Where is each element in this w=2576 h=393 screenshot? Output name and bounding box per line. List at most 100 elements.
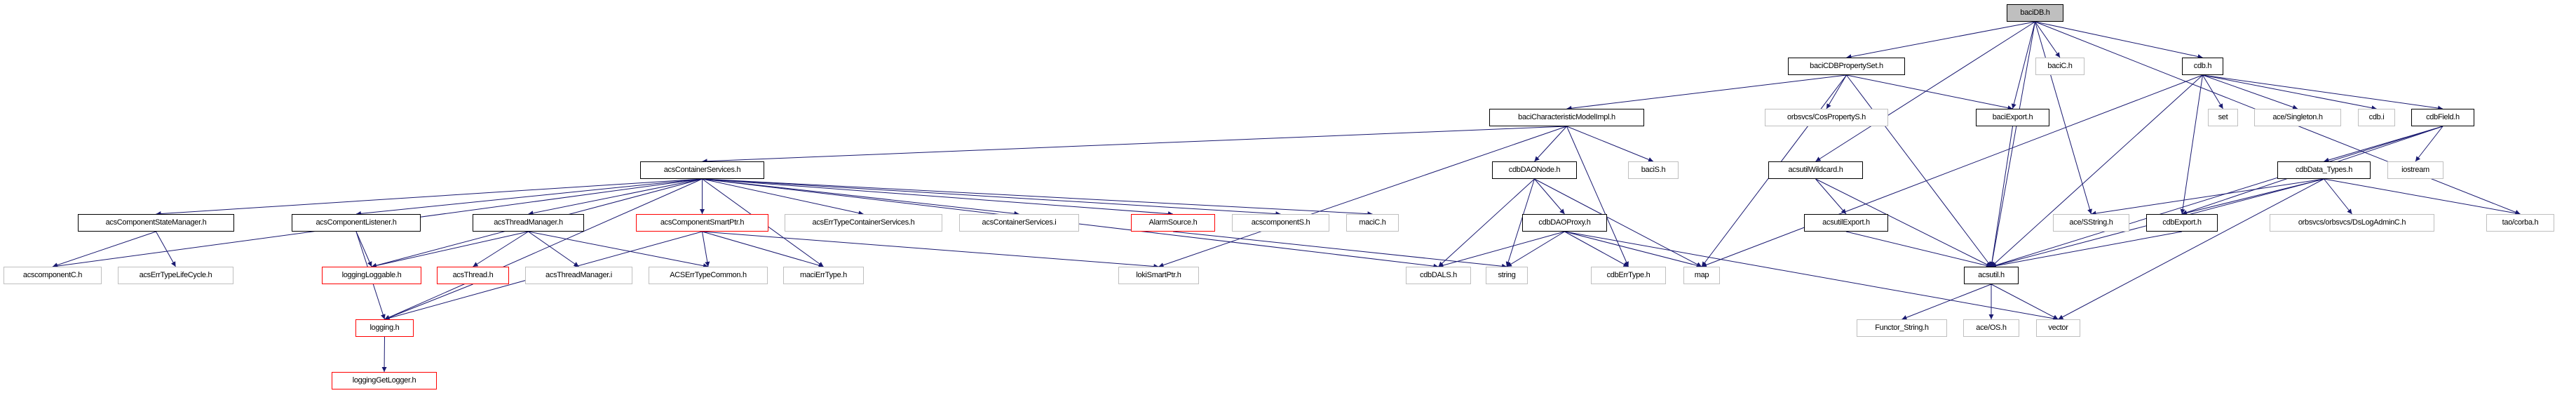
node-bacicharacteristicmodelimpl[interactable]: baciCharacteristicModelImpl.h <box>1489 109 1644 126</box>
edge-bacidb-to-bacicdbpropertyset <box>1846 21 2035 60</box>
edge-acscomponentsmartptr-to-macierrtype <box>702 231 824 268</box>
edge-cdbdaoproxy-to-map <box>1564 231 1702 268</box>
edge-acscontainerservices-to-acscomponentlistener <box>355 178 703 216</box>
node-aceos: ace/OS.h <box>1963 319 2019 337</box>
edge-cdbdaonode-to-cdbdals <box>1438 178 1535 267</box>
node-logging: logging.h <box>355 319 414 337</box>
edge-cdbdaonode-to-map <box>1534 178 1702 267</box>
edge-acscomponentlistener-to-loggingloggable <box>355 231 372 267</box>
node-acserrtypecommon: ACSErrTypeCommon.h <box>649 267 768 284</box>
edge-cdb-to-map <box>1701 74 2203 267</box>
edge-bacicdbpropertyset-to-bacicharacteristicmodelimpl <box>1566 74 1847 111</box>
edge-cdbexport-to-acsutil <box>1991 231 2183 269</box>
node-cdberrtype: cdbErrType.h <box>1591 267 1666 284</box>
node-acserrtypecontainerservices: acsErrTypeContainerServices.h <box>785 214 942 232</box>
node-set: set <box>2208 109 2238 126</box>
edge-cdb-to-acsutil <box>1991 74 2203 267</box>
node-acsutil[interactable]: acsutil.h <box>1964 267 2019 284</box>
edge-alarmsource-to-string <box>1172 231 1507 269</box>
node-bacidb: baciDB.h <box>2007 4 2063 22</box>
edge-bacicharacteristicmodelimpl-to-cdbdaonode <box>1534 126 1567 162</box>
node-cdbdals: cdbDALS.h <box>1406 267 1471 284</box>
node-vector: vector <box>2036 319 2080 337</box>
edge-acscomponentstatemanager-to-acscomponentc <box>52 231 156 268</box>
node-bacis: baciS.h <box>1628 161 1679 179</box>
node-string: string <box>1486 267 1528 284</box>
edge-acsutil-to-functorstring <box>1902 284 1992 320</box>
edge-acscontainerservices-to-acsthreadmanager <box>528 178 703 216</box>
node-acsthreadmanager[interactable]: acsThreadManager.h <box>473 214 584 232</box>
node-acscomponentlistener[interactable]: acsComponentListener.h <box>292 214 421 232</box>
edge-bacidb-to-bacic <box>2035 21 2061 58</box>
node-acserrtypelifecycle: acsErrTypeLifeCycle.h <box>118 267 233 284</box>
edge-cdbdaonode-to-cdbdaoproxy <box>1534 178 1565 215</box>
node-cdbdaoproxy[interactable]: cdbDAOProxy.h <box>1522 214 1607 232</box>
edge-cdbdaoproxy-to-string <box>1506 231 1565 267</box>
node-acscomponentsmartptr: acsComponentSmartPtr.h <box>636 214 768 232</box>
node-cospropertys: orbsvcs/CosPropertyS.h <box>1765 109 1888 126</box>
edge-acsthreadmanager-to-acserrtypecommon <box>528 231 709 269</box>
node-sstring: ace/SString.h <box>2053 214 2129 232</box>
edge-cdbfield-to-acsutil <box>1991 126 2443 268</box>
node-acscomponentstatemanager[interactable]: acsComponentStateManager.h <box>78 214 234 232</box>
edge-acscontainerservices-to-acserrtypecontainerservices <box>702 178 864 215</box>
edge-cdbdaoproxy-to-cdberrtype <box>1564 231 1629 267</box>
node-acsutilwildcard[interactable]: acsutilWildcard.h <box>1768 161 1863 179</box>
edge-acscontainerservices-to-macic <box>702 178 1373 217</box>
edge-bacicharacteristicmodelimpl-to-bacis <box>1566 126 1654 162</box>
edge-acscomponentsmartptr-to-acserrtypecommon <box>702 231 710 267</box>
edge-bacidb-to-sstring <box>2035 21 2092 215</box>
edge-cdb-to-cdbexport <box>2180 74 2203 215</box>
edge-acsthreadmanager-to-acsthread <box>473 231 529 267</box>
edge-acscontainerservices-to-acscomponentstatemanager <box>156 178 703 217</box>
edge-cdb-to-cdbfield <box>2202 74 2443 111</box>
node-cdbi: cdb.i <box>2358 109 2395 126</box>
edge-acsthread-to-logging <box>384 284 473 320</box>
edge-cdb-to-singleton <box>2202 74 2298 109</box>
edge-acsthreadmanager-to-loggingloggable <box>371 231 529 268</box>
node-loggingloggable: loggingLoggable.h <box>322 267 421 284</box>
node-bacicdbpropertyset[interactable]: baciCDBPropertySet.h <box>1788 58 1905 75</box>
node-macierrtype: maciErrType.h <box>783 267 864 284</box>
edge-acscontainerservices-to-alarmsource <box>702 178 1174 216</box>
edge-acscomponentstatemanager-to-acserrtypelifecycle <box>156 231 176 267</box>
node-cdbexport[interactable]: cdbExport.h <box>2146 214 2218 232</box>
node-logginggetlogger: loggingGetLogger.h <box>332 372 437 389</box>
node-cdbdata_types[interactable]: cdbData_Types.h <box>2277 161 2371 179</box>
edge-bacicharacteristicmodelimpl-to-cdberrtype <box>1566 126 1629 267</box>
edge-acscomponentsmartptr-to-lokismartptr <box>702 231 1159 269</box>
node-iostream: iostream <box>2387 161 2443 179</box>
edge-cdbdaoproxy-to-cdbdals <box>1438 231 1565 268</box>
node-cdb[interactable]: cdb.h <box>2182 58 2223 75</box>
node-baciexport[interactable]: baciExport.h <box>1976 109 2049 126</box>
edge-cdbfield-to-iostream <box>2415 126 2443 162</box>
edge-acsthreadmanager-to-acsthreadmanageri <box>528 231 579 267</box>
node-map: map <box>1683 267 1720 284</box>
edge-bacicdbpropertyset-to-baciexport <box>1846 74 2013 111</box>
node-taocorba: tao/corba.h <box>2486 214 2554 232</box>
node-functorstring: Functor_String.h <box>1857 319 1947 337</box>
edge-acscontainerservices-to-logging <box>384 178 703 320</box>
edge-acscontainerservices-to-acscomponents <box>702 178 1281 217</box>
edge-cdbdaoproxy-to-vector <box>1564 231 2059 321</box>
node-acscontainerservicesi: acsContainerServices.i <box>959 214 1079 232</box>
edge-acsutil-to-vector <box>1991 284 2059 320</box>
edge-bacidb-to-baciexport <box>2011 21 2035 109</box>
node-lokismartptr: lokiSmartPtr.h <box>1118 267 1199 284</box>
edge-bacidb-to-acsutil <box>1989 21 2035 267</box>
node-acscontainerservices[interactable]: acsContainerServices.h <box>640 161 764 179</box>
node-acsutilexport[interactable]: acsutilExport.h <box>1804 214 1888 232</box>
edge-cdb-to-cdbi <box>2202 74 2377 111</box>
edge-cdbdata_types-to-sstring <box>2091 178 2324 216</box>
node-cdbdaonode[interactable]: cdbDAONode.h <box>1492 161 1577 179</box>
node-dslogadminc: orbsvcs/orbsvcs/DsLogAdminC.h <box>2270 214 2434 232</box>
edge-bacicharacteristicmodelimpl-to-lokismartptr <box>1158 126 1567 268</box>
node-singleton: ace/Singleton.h <box>2254 109 2341 126</box>
edge-bacicdbpropertyset-to-cospropertys <box>1826 74 1847 109</box>
edge-cdbdata_types-to-taocorba <box>2324 178 2521 216</box>
node-macic: maciC.h <box>1346 214 1399 232</box>
edge-bacicdbpropertyset-to-acsutil <box>1846 74 1992 267</box>
edge-cdb-to-set <box>2202 74 2223 109</box>
node-cdbfield[interactable]: cdbField.h <box>2411 109 2474 126</box>
